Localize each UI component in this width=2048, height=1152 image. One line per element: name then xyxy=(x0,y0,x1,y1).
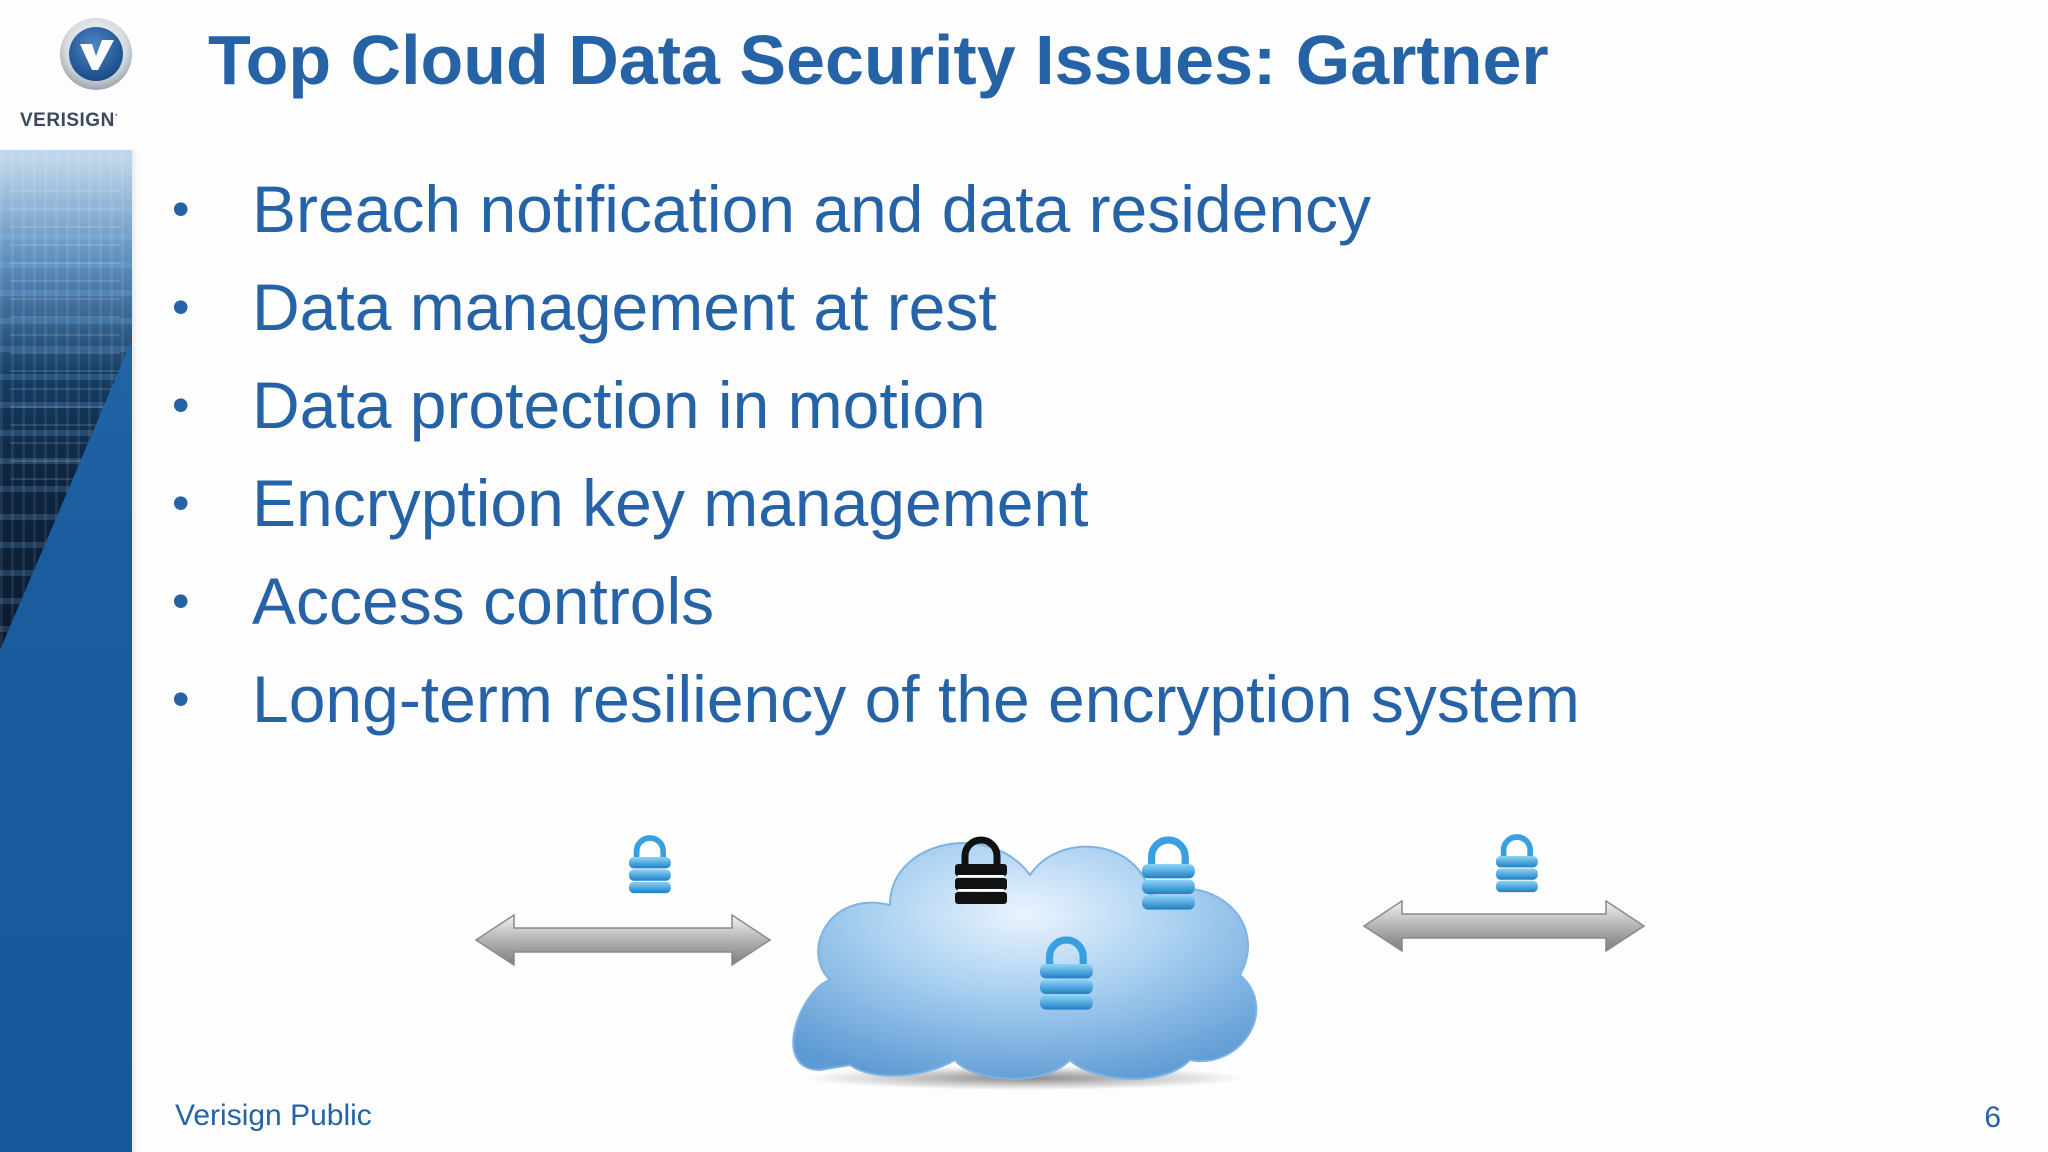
bullet-dot: • xyxy=(172,671,190,727)
bullet-dot: • xyxy=(172,181,190,237)
lock-icon xyxy=(955,836,1007,904)
page-number: 6 xyxy=(1984,1101,2001,1134)
bullet-list: •Breach notification and data residency … xyxy=(172,160,1580,748)
bullet-item: • Encryption key management xyxy=(172,454,1580,552)
bullet-text: Data management at rest xyxy=(252,270,997,344)
bullet-text: Access controls xyxy=(252,564,715,638)
cloud-security-diagram xyxy=(474,770,1646,1090)
verisign-logo: VERISIGN· xyxy=(20,16,140,131)
bullet-dot: • xyxy=(172,573,190,629)
slide-title: Top Cloud Data Security Issues: Gartner xyxy=(208,21,1549,99)
verisign-check-icon xyxy=(60,18,132,90)
lock-icon xyxy=(1496,837,1538,892)
bullet-dot: • xyxy=(172,377,190,433)
bullet-text: Data protection in motion xyxy=(252,368,986,442)
double-arrow-icon xyxy=(474,913,772,967)
lock-icon xyxy=(629,838,671,893)
lock-icon xyxy=(1142,840,1195,910)
bullet-item: • Long-term resiliency of the encryption … xyxy=(172,650,1580,748)
bullet-dot: • xyxy=(172,279,190,335)
side-decor-band xyxy=(0,150,132,1152)
bullet-text: Encryption key management xyxy=(252,466,1089,540)
trademark-mark: · xyxy=(114,110,119,121)
cloud-icon xyxy=(792,842,1258,1080)
bullet-item: • Data protection in motion xyxy=(172,356,1580,454)
bullet-item: • Access controls xyxy=(172,552,1580,650)
bullet-text: Long-term resiliency of the encryption s… xyxy=(252,662,1580,736)
double-arrow-icon xyxy=(1362,899,1646,953)
server-room-photo xyxy=(0,150,132,650)
bullet-dot: • xyxy=(172,475,190,531)
footer-classification: Verisign Public xyxy=(175,1099,372,1132)
bullet-text: Breach notification and data residency xyxy=(252,172,1372,246)
bullet-item: • Data management at rest xyxy=(172,258,1580,356)
bullet-item: • Breach notification and data residency xyxy=(172,160,1580,258)
logo-wordmark: VERISIGN xyxy=(20,110,115,131)
side-band-shadow xyxy=(132,150,138,1152)
